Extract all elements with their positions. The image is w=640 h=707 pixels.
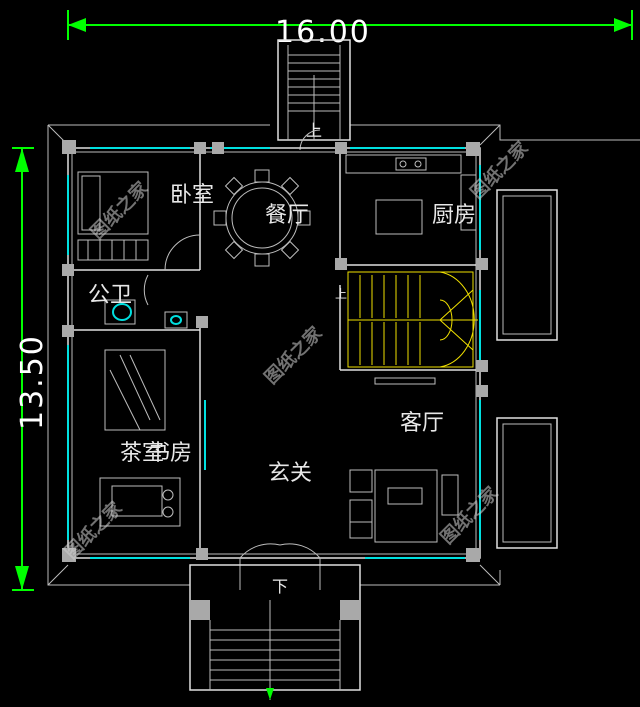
room-label-entrance: 玄关 — [268, 461, 312, 486]
main-stair: 上 — [335, 271, 478, 385]
room-label-tearoom: 茶室 — [120, 441, 164, 466]
bathroom-fixtures — [104, 274, 188, 329]
room-label-study: 书房 — [148, 441, 192, 466]
kitchen-furniture — [345, 154, 477, 235]
living-room-furniture — [349, 469, 459, 543]
bottom-entry-stair — [189, 564, 361, 700]
stair-down-mark: 下 — [272, 577, 288, 596]
width-dimension: 16.00 — [67, 10, 633, 50]
width-dimension-label: 16.00 — [275, 15, 371, 50]
tearoom-furniture — [99, 349, 181, 527]
stair-up-mark: 上 — [335, 287, 347, 301]
top-entry-stair: 上 — [277, 39, 351, 151]
watermark-2: 图纸之家 — [260, 321, 327, 388]
watermark-1: 图纸之家 — [86, 176, 153, 243]
room-label-living: 客厅 — [400, 411, 444, 436]
height-dimension-label: 13.50 — [15, 334, 50, 430]
dining-table — [213, 169, 311, 267]
main-entrance: 下 — [239, 543, 321, 596]
room-label-bathroom: 公卫 — [88, 283, 132, 308]
columns — [62, 140, 488, 562]
room-label-bedroom: 卧室 — [170, 183, 214, 208]
terrace-planters — [496, 189, 558, 549]
bedroom-furniture — [77, 171, 201, 271]
watermark-4: 图纸之家 — [60, 496, 127, 563]
room-label-dining: 餐厅 — [265, 203, 309, 228]
room-label-kitchen: 厨房 — [432, 203, 476, 228]
height-dimension: 13.50 — [12, 147, 50, 591]
